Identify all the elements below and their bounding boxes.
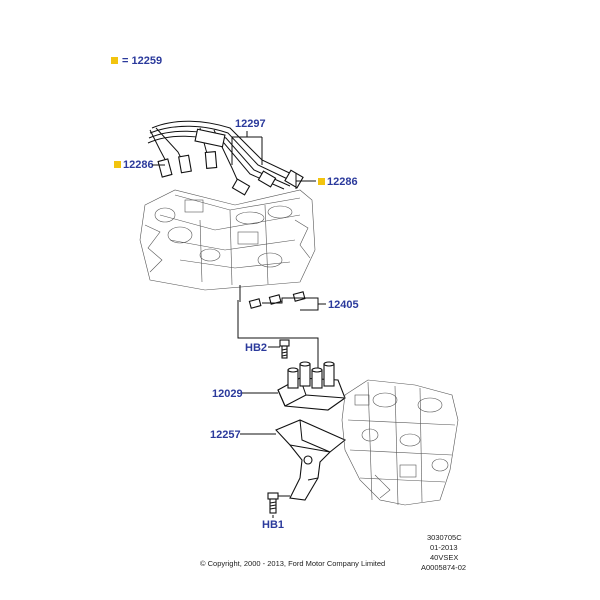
- info-line-1: 3030705C: [427, 533, 462, 542]
- leader-12405: [262, 297, 326, 311]
- engine-block-sketch-lower: [341, 379, 459, 506]
- callout-12297: 12297: [235, 118, 266, 130]
- connector-clips: [239, 285, 306, 309]
- info-line-3: 40VSEX: [430, 553, 458, 562]
- legend-text: = 12259: [122, 55, 162, 67]
- guide-line: [237, 300, 319, 372]
- marker-12286-left: [114, 161, 121, 168]
- info-block: 3030705C 01-2013 40VSEX A0005874-02: [421, 533, 466, 572]
- callout-12405: 12405: [328, 299, 359, 311]
- spark-plug-wire-harness: [147, 120, 304, 196]
- mounting-bracket: [275, 419, 347, 501]
- bolt-hb2: [279, 339, 290, 359]
- callout-12286-right: 12286: [327, 176, 358, 188]
- copyright: © Copyright, 2000 - 2013, Ford Motor Com…: [200, 559, 385, 568]
- info-line-4: A0005874-02: [421, 563, 466, 572]
- legend-marker: [111, 57, 118, 64]
- leader-12297: [231, 131, 263, 165]
- callout-12257: 12257: [210, 429, 241, 441]
- callout-hb2: HB2: [245, 342, 267, 354]
- callout-12029: 12029: [212, 388, 243, 400]
- legend: = 12259: [111, 55, 162, 67]
- info-line-2: 01-2013: [430, 543, 458, 552]
- ignition-coil: [277, 361, 346, 411]
- callout-12286-left: 12286: [123, 159, 154, 171]
- leader-12286-right: [295, 173, 316, 189]
- engine-block-sketch-upper: [139, 189, 316, 291]
- bolt-hb1: [267, 492, 290, 514]
- callout-hb1: HB1: [262, 519, 284, 531]
- marker-12286-right: [318, 178, 325, 185]
